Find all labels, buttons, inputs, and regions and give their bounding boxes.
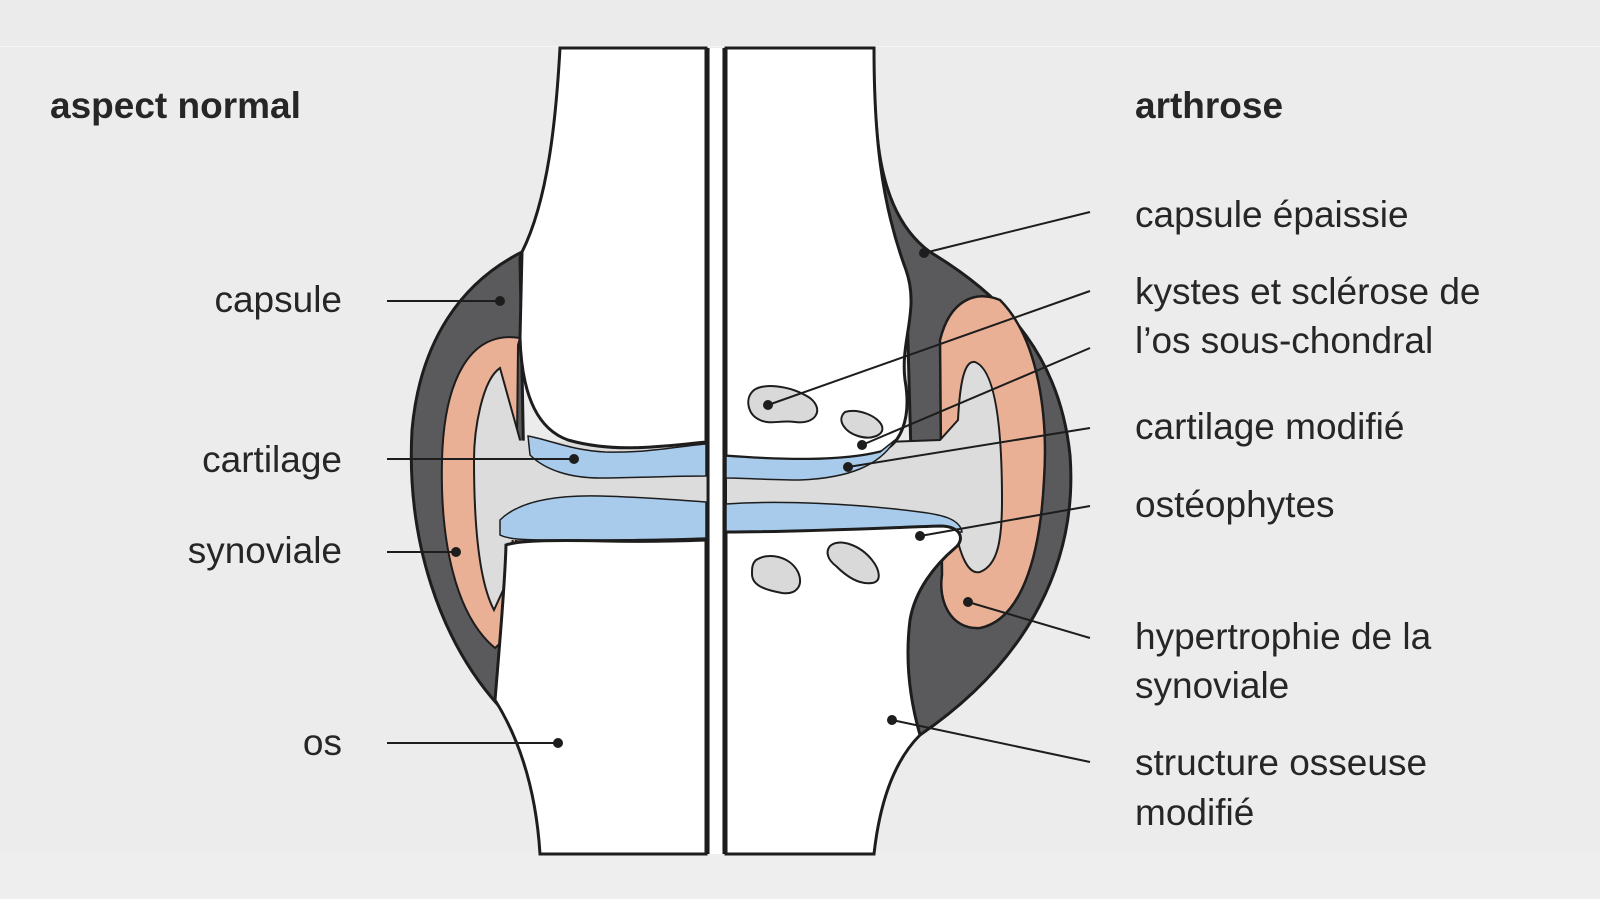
- normal-upper-cartilage: [527, 435, 707, 479]
- label-osteophytes: ostéophytes: [1135, 484, 1335, 525]
- arthrosis-upper-cartilage: [725, 439, 896, 481]
- cyst-1: [747, 385, 819, 424]
- label-thick-capsule: capsule épaissie: [1135, 194, 1409, 235]
- label-cysts-line2: l’os sous-chondral: [1135, 320, 1434, 361]
- left-leader-dots: [451, 296, 579, 748]
- label-synovial-hypertrophy-line2: synoviale: [1135, 665, 1290, 706]
- cyst-4: [826, 541, 880, 585]
- arthrosis-title: arthrose: [1135, 85, 1284, 126]
- normal-upper-bone: [518, 46, 708, 450]
- normal-joint: [409, 46, 708, 856]
- label-bone-structure-line2: modifié: [1135, 792, 1255, 833]
- label-cartilage-modified: cartilage modifié: [1135, 406, 1405, 447]
- normal-lower-cartilage: [499, 495, 707, 541]
- label-cartilage: cartilage: [202, 439, 342, 480]
- label-synovial: synoviale: [187, 530, 342, 571]
- right-leader-lines: [767, 211, 1091, 763]
- arthrosis-joint: [724, 46, 1073, 856]
- normal-lower-bone: [493, 538, 708, 856]
- left-leader-lines: [387, 300, 574, 744]
- bottom-strip: [0, 852, 1600, 899]
- label-bone: os: [302, 722, 342, 763]
- cyst-3: [750, 555, 801, 595]
- label-bone-structure-line1: structure osseuse: [1135, 742, 1428, 783]
- arthrosis-lower-cartilage: [725, 501, 963, 533]
- label-capsule: capsule: [214, 279, 342, 320]
- label-synovial-hypertrophy-line1: hypertrophie de la: [1135, 616, 1432, 657]
- normal-title: aspect normal: [50, 85, 301, 126]
- arthrosis-lower-bone: [724, 524, 962, 856]
- label-cysts-line1: kystes et sclérose de: [1135, 271, 1481, 312]
- cyst-2: [840, 410, 884, 439]
- right-leader-dots: [763, 248, 973, 725]
